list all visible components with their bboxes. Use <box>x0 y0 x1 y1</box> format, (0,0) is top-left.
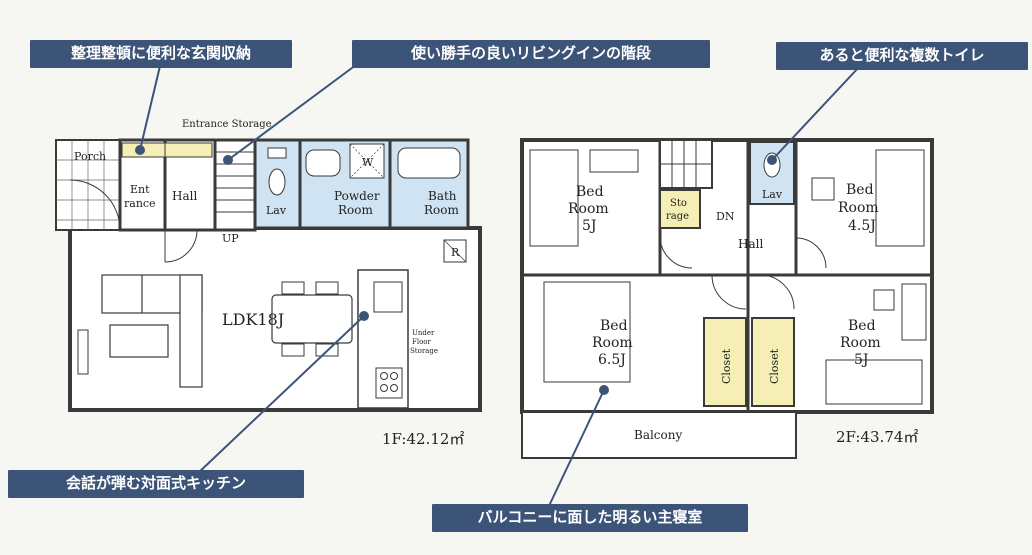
label-powder-2: Room <box>338 203 373 217</box>
label-under-floor-3: Storage <box>410 347 438 355</box>
callout-multiple-toilets: あると便利な複数トイレ <box>776 42 1028 70</box>
label-entrance-storage: Entrance Storage <box>182 119 272 130</box>
porch-tile-grid <box>56 140 120 230</box>
label-bed45-2: Room <box>838 200 879 216</box>
callout-entrance-storage: 整理整頓に便利な玄関収納 <box>30 40 292 68</box>
label-closet-2: Closet <box>768 348 781 384</box>
label-under-floor-2: Floor <box>412 338 432 346</box>
callout-face-to-face-kitchen: 会話が弾む対面式キッチン <box>8 470 304 498</box>
label-storage-2f-2: rage <box>666 211 689 222</box>
label-bath-1: Bath <box>428 189 457 203</box>
second-floor-plan <box>520 138 934 459</box>
second-floor-area: 2F:43.74㎡ <box>836 428 919 446</box>
label-entrance-1: Ent <box>130 183 150 196</box>
leader-dots <box>135 145 777 395</box>
first-floor-area: 1F:42.12㎡ <box>382 430 465 448</box>
storage-2f <box>659 189 701 229</box>
label-bed5b-2: Room <box>840 335 881 351</box>
label-bath-2: Room <box>424 203 459 217</box>
label-powder-1: Powder <box>334 189 380 203</box>
label-hall-2f: Hall <box>738 237 763 251</box>
label-porch: Porch <box>74 150 106 163</box>
label-bed65-1: Bed <box>600 318 628 334</box>
label-bed45-3: 4.5J <box>848 218 876 234</box>
label-refrigerator: R <box>451 246 460 259</box>
label-under-floor-1: Under <box>412 329 435 337</box>
label-bed5a-2: Room <box>568 201 609 217</box>
label-bed5a-3: 5J <box>582 218 597 234</box>
label-washer: W <box>362 156 374 169</box>
tv-board <box>77 329 89 375</box>
label-dn: DN <box>716 210 735 223</box>
label-ldk: LDK18J <box>222 310 284 329</box>
label-bed65-2: Room <box>592 335 633 351</box>
label-bed65-3: 6.5J <box>598 352 626 368</box>
label-entrance-2: rance <box>124 197 156 210</box>
sofa <box>101 274 203 388</box>
entrance-storage-fill <box>121 142 213 158</box>
label-bed5a-1: Bed <box>576 184 604 200</box>
label-bed5b-1: Bed <box>848 318 876 334</box>
label-up: UP <box>222 232 239 245</box>
coffee-table <box>109 324 169 358</box>
leader-lines <box>139 61 861 509</box>
label-storage-2f-1: Sto <box>670 198 687 209</box>
first-floor-plan <box>55 138 482 412</box>
callout-living-stairs: 使い勝手の良いリビングインの階段 <box>352 40 710 68</box>
closet-1 <box>703 317 747 407</box>
label-lav-2f: Lav <box>762 188 783 201</box>
stairs-area <box>213 138 257 232</box>
label-closet-1: Closet <box>720 348 733 384</box>
label-bed5b-3: 5J <box>854 352 869 368</box>
label-hall-1f: Hall <box>172 189 197 203</box>
closet-2 <box>751 317 795 407</box>
callout-master-bedroom: バルコニーに面した明るい主寝室 <box>432 504 748 532</box>
label-lav-1f: Lav <box>266 204 287 217</box>
balcony-area <box>521 411 797 459</box>
dining-table <box>271 294 353 344</box>
stairs-steps <box>215 151 255 213</box>
label-balcony: Balcony <box>634 428 682 442</box>
label-bed45-1: Bed <box>846 182 874 198</box>
